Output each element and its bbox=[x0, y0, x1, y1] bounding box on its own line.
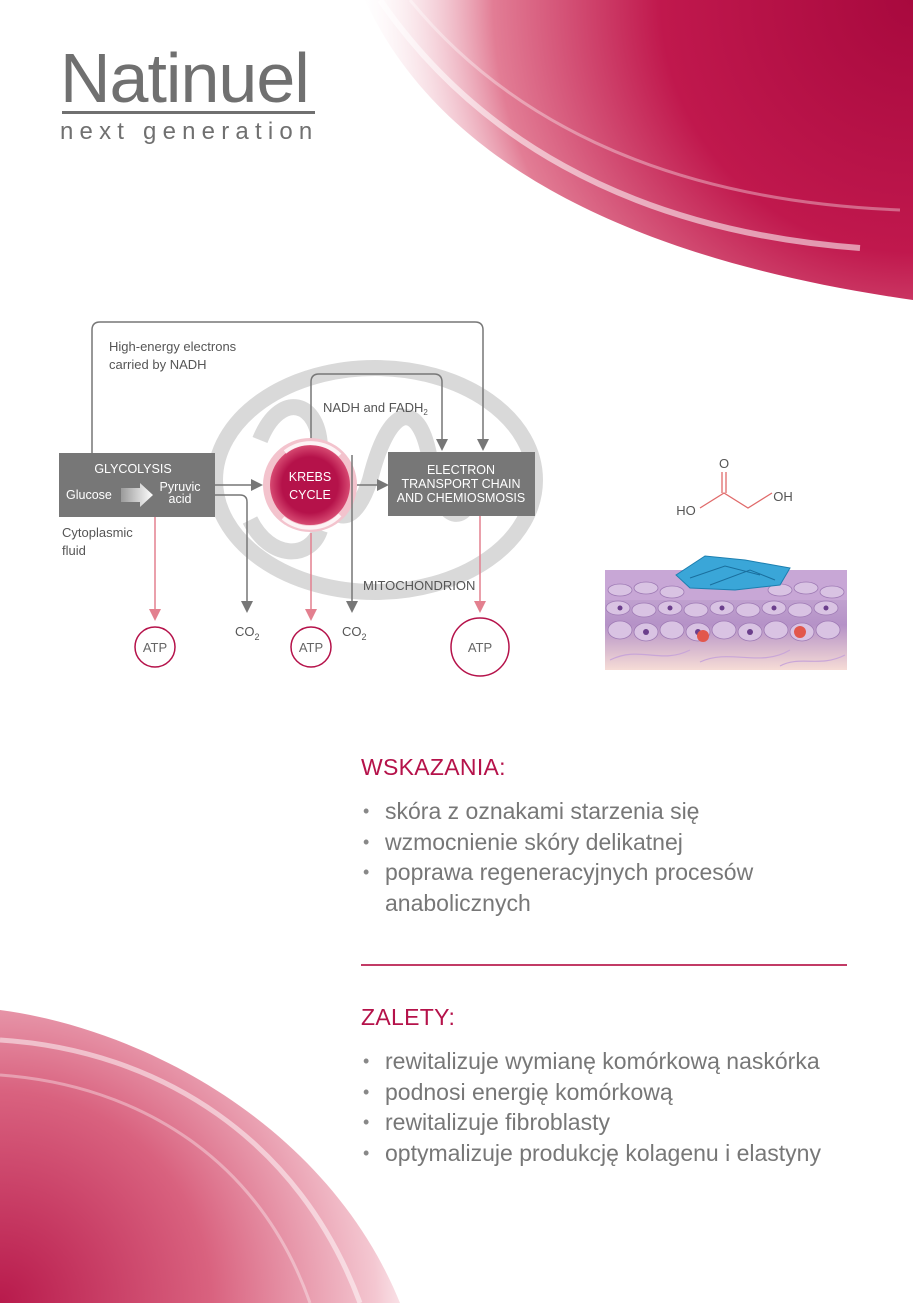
nadh-loop-arrow bbox=[91, 321, 489, 455]
etc-label-line1: ELECTRON bbox=[427, 463, 495, 477]
etc-box bbox=[388, 452, 535, 516]
pyruvic-label-line1: Pyruvic bbox=[160, 480, 201, 494]
atp-circle-1 bbox=[134, 626, 176, 668]
logo-underline bbox=[62, 111, 315, 114]
advantages-title: ZALETY: bbox=[361, 1004, 456, 1030]
cellular-respiration-diagram: High-energy electrons carried by NADH NA… bbox=[59, 321, 847, 677]
cytoplasmic-label-line2: fluid bbox=[62, 543, 86, 558]
nadh-label-line1: High-energy electrons bbox=[109, 339, 237, 354]
glucose-label: Glucose bbox=[66, 488, 112, 502]
indications-title: WSKAZANIA: bbox=[361, 754, 506, 780]
list-item: •skóra z oznakami starzenia się bbox=[363, 798, 700, 824]
pyruvic-label-line2: acid bbox=[169, 492, 192, 506]
fadh-label: NADH and FADH2 bbox=[323, 400, 428, 417]
list-item: •podnosi energię komórkową bbox=[363, 1078, 673, 1105]
atp-circle-3 bbox=[450, 617, 510, 677]
mitochondrion-label: MITOCHONDRION bbox=[363, 578, 475, 593]
oxygen-label: O bbox=[719, 456, 729, 471]
brand-logo: Natinuel bbox=[60, 39, 310, 117]
atp-circle-2 bbox=[290, 626, 332, 668]
krebs-cycle-circle bbox=[270, 445, 350, 525]
krebs-label-line2: CYCLE bbox=[289, 488, 331, 502]
co2-label-2: CO2 bbox=[342, 624, 367, 642]
section-divider bbox=[361, 964, 847, 966]
hydroxyl-label-left: HO bbox=[676, 503, 696, 518]
list-item: •poprawa regeneracyjnych procesów anabol… bbox=[363, 859, 754, 916]
glucose-arrow-icon bbox=[121, 483, 153, 507]
cycle-arrow-icon bbox=[283, 441, 342, 457]
fadh-loop-arrow bbox=[310, 373, 448, 451]
etc-label-line3: AND CHEMIOSMOSIS bbox=[397, 491, 526, 505]
etc-label-line2: TRANSPORT CHAIN bbox=[401, 477, 520, 491]
list-item: •rewitalizuje wymianę komórkową naskórka bbox=[363, 1048, 820, 1074]
glycolysis-box bbox=[59, 453, 215, 517]
krebs-label-line1: KREBS bbox=[289, 470, 331, 484]
skin-cells-illustration bbox=[605, 555, 847, 670]
glycolysis-label: GLYCOLYSIS bbox=[94, 462, 171, 476]
atp-label-3: ATP bbox=[468, 640, 492, 655]
cycle-arrow-icon-2 bbox=[281, 513, 342, 530]
brand-tagline: next generation bbox=[60, 118, 319, 145]
atp-label-2: ATP bbox=[299, 640, 323, 655]
atp-label-1: ATP bbox=[143, 640, 167, 655]
nadh-label-line2: carried by NADH bbox=[109, 357, 207, 372]
hydroxyl-label-right: OH bbox=[773, 489, 793, 504]
list-item: •rewitalizuje fibroblasty bbox=[363, 1109, 610, 1135]
co2-arrow-1 bbox=[215, 494, 253, 613]
list-item: •optymalizuje produkcję kolagenu i elast… bbox=[363, 1139, 821, 1166]
list-item: •wzmocnienie skóry delikatnej bbox=[363, 828, 683, 855]
advantages-list: •rewitalizuje wymianę komórkową naskórka… bbox=[361, 1046, 861, 1168]
glycolic-acid-molecule: O HO OH bbox=[676, 456, 793, 518]
cytoplasmic-label-line1: Cytoplasmic bbox=[62, 525, 133, 540]
co2-label-1: CO2 bbox=[235, 624, 260, 642]
indications-list: •skóra z oznakami starzenia się •wzmocni… bbox=[361, 796, 831, 918]
